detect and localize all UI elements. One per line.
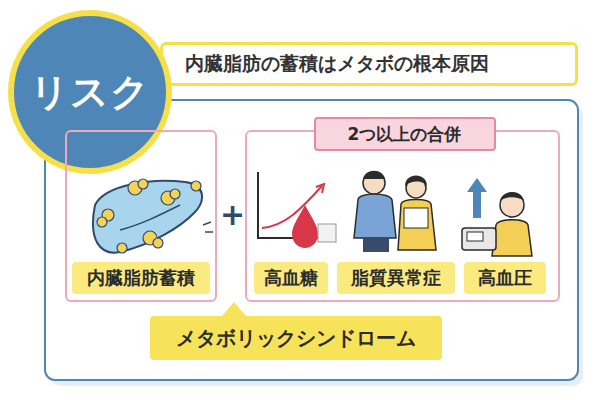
risk-circle: リスク: [8, 10, 172, 174]
condition-label: 高血糖: [254, 262, 328, 294]
node-text: 高血圧: [478, 266, 532, 290]
node-text: メタボリックシンドローム: [176, 325, 416, 352]
title-bar: 内臓脂肪の蓄積はメタボの根本原因: [160, 42, 578, 86]
node-text: 脂質異常症: [351, 266, 441, 290]
header-tag: 2つ以上の合併: [314, 117, 496, 151]
condition-label: 脂質異常症: [337, 262, 455, 294]
result-box: メタボリックシンドローム: [150, 316, 442, 360]
node-text: 内臓脂肪の蓄積はメタボの根本原因: [185, 51, 489, 77]
condition-label: 高血圧: [464, 262, 546, 294]
plus-sign: +: [220, 200, 245, 230]
label-highlight: 内臓脂肪蓄積: [72, 262, 210, 294]
node-text: 内臓脂肪蓄積: [87, 266, 195, 290]
complication-box: 2つ以上の合併高血糖脂質異常症高血圧: [245, 130, 560, 302]
visceral-fat-box: 内臓脂肪蓄積: [65, 130, 217, 302]
node-text: 2つ以上の合併: [348, 123, 462, 146]
node-text: リスク: [30, 67, 150, 118]
node-text: 高血糖: [264, 266, 318, 290]
